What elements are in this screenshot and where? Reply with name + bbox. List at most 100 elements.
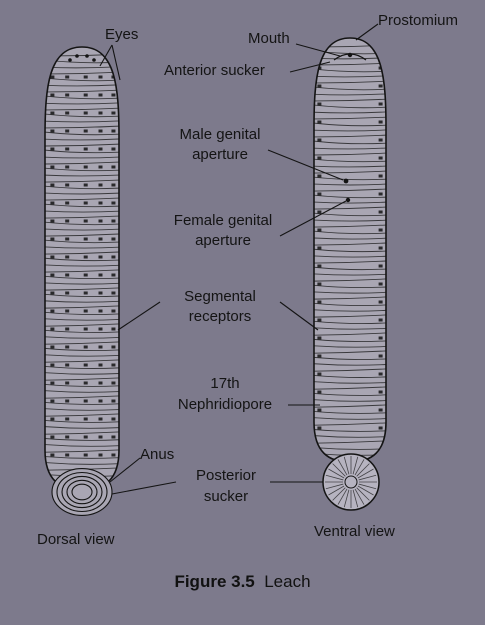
annulus-line — [314, 345, 386, 348]
receptor-mark — [98, 345, 103, 349]
receptor-mark — [317, 318, 322, 322]
receptor-mark — [98, 201, 103, 205]
annulus-line — [314, 356, 386, 360]
eyes-pointer-1 — [99, 44, 113, 67]
annulus-line — [314, 75, 386, 78]
male-genital-aperture-label-line1: Male genital — [179, 126, 261, 143]
segmental-receptors-label-line2: receptors — [188, 308, 252, 325]
receptor-mark — [65, 381, 70, 385]
receptor-mark — [378, 300, 383, 304]
annulus-line — [45, 269, 119, 273]
annulus-line — [45, 282, 119, 285]
receptor-mark — [98, 147, 103, 151]
receptor-mark — [65, 291, 70, 295]
eye-spot — [92, 58, 96, 62]
receptor-mark — [83, 93, 88, 97]
annulus-line — [45, 257, 119, 262]
receptor-mark — [111, 201, 116, 205]
annulus-line — [314, 129, 386, 132]
annulus-line — [314, 314, 386, 318]
receptor-mark — [50, 309, 55, 313]
receptor-mark — [83, 111, 88, 115]
annulus-line — [45, 323, 119, 327]
receptor-mark — [50, 273, 55, 277]
receptor-mark — [317, 246, 322, 250]
annulus-line — [314, 242, 386, 246]
receptor-mark — [111, 381, 116, 385]
dorsal-view-label: Dorsal view — [37, 531, 115, 548]
annulus-line — [45, 401, 119, 405]
annulus-line — [314, 260, 386, 264]
receptor-mark — [65, 453, 70, 457]
receptor-mark — [378, 282, 383, 286]
annulus-line — [314, 422, 386, 426]
nephridiopore-label-line1: 17th — [210, 375, 240, 392]
annulus-line — [45, 192, 119, 195]
annulus-line — [314, 194, 386, 199]
male-genital-aperture-label-line2: aperture — [192, 146, 248, 163]
ventral-view-label: Ventral view — [314, 523, 395, 540]
receptor-mark — [111, 399, 116, 403]
annulus-line — [314, 404, 386, 408]
receptor-mark — [98, 363, 103, 367]
sucker-radial-line — [332, 463, 346, 477]
annulus-line — [314, 201, 386, 204]
receptor-mark — [50, 453, 55, 457]
receptor-mark — [378, 102, 383, 106]
receptor-mark — [65, 363, 70, 367]
sucker-radial-line — [343, 489, 350, 508]
mouth-label: Mouth — [248, 30, 290, 47]
annulus-line — [45, 143, 119, 147]
annulus-line — [314, 302, 386, 307]
receptor-mark — [83, 273, 88, 277]
receptor-mark — [83, 435, 88, 439]
sucker-radial-line — [332, 487, 346, 501]
annulus-line — [314, 399, 386, 402]
sucker-radial-line — [352, 456, 359, 475]
annulus-line — [314, 440, 386, 444]
annulus-line — [314, 278, 386, 282]
receptor-mark — [65, 201, 70, 205]
annulus-line — [314, 206, 386, 210]
annulus-line — [45, 221, 119, 226]
receptor-mark — [317, 300, 322, 304]
receptor-mark — [317, 120, 322, 124]
annulus-line — [314, 111, 386, 114]
receptor-mark — [378, 138, 383, 142]
annulus-line — [314, 296, 386, 300]
receptor-mark — [65, 165, 70, 169]
annulus-line — [314, 273, 386, 276]
receptor-mark — [65, 435, 70, 439]
annulus-line — [314, 363, 386, 366]
receptor-mark — [111, 165, 116, 169]
annulus-line — [314, 80, 386, 84]
sucker-radial-line — [352, 489, 359, 508]
annulus-line — [45, 395, 119, 399]
receptor-mark — [65, 219, 70, 223]
annulus-line — [45, 120, 119, 123]
receptor-mark — [50, 111, 55, 115]
annulus-line — [45, 461, 119, 465]
receptor-mark — [83, 327, 88, 331]
annulus-line — [314, 309, 386, 312]
posterior-sucker-label-line2: sucker — [203, 488, 249, 505]
receptor-mark — [98, 453, 103, 457]
receptor-mark — [65, 129, 70, 133]
sucker-radial-line — [358, 474, 377, 481]
annulus-line — [45, 95, 119, 100]
receptor-mark — [317, 390, 322, 394]
annulus-line — [314, 86, 386, 91]
annulus-line — [314, 284, 386, 289]
annulus-line — [45, 300, 119, 303]
receptor-mark — [98, 111, 103, 115]
annulus-line — [45, 84, 119, 87]
annulus-line — [314, 435, 386, 438]
male-genital-aperture — [343, 178, 349, 184]
receptor-mark — [65, 255, 70, 259]
receptor-mark — [98, 417, 103, 421]
receptor-mark — [65, 147, 70, 151]
posterior-sucker-ring — [51, 468, 113, 516]
receptor-mark — [111, 345, 116, 349]
receptor-mark — [83, 381, 88, 385]
annulus-line — [314, 219, 386, 222]
